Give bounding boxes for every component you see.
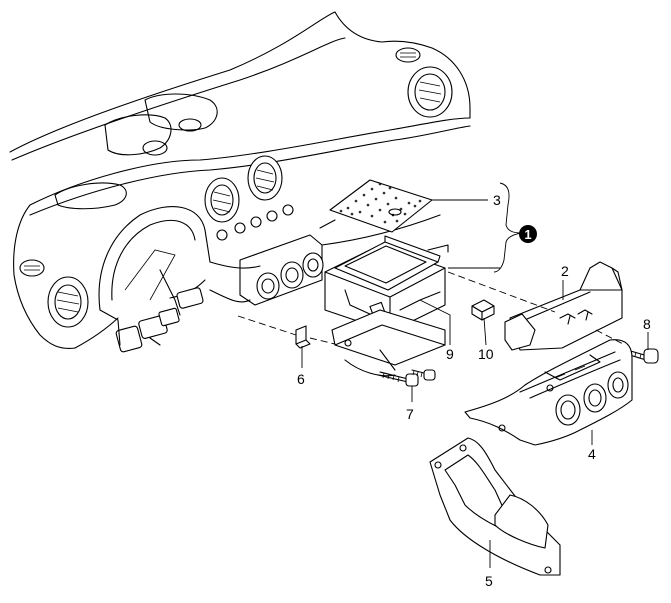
label-part-2: 2 bbox=[561, 263, 569, 279]
label-part-9: 9 bbox=[446, 346, 454, 362]
part-10-clip bbox=[471, 299, 495, 321]
part-3-storage-mat bbox=[329, 179, 433, 233]
storage-compartment bbox=[324, 235, 449, 377]
dashed-guide-lines bbox=[237, 271, 626, 346]
group-1-label: 1 bbox=[524, 227, 531, 242]
label-part-6: 6 bbox=[297, 371, 305, 387]
part-labels: 1 2 3 4 5 6 7 8 9 10 bbox=[297, 192, 651, 589]
part-7-screws bbox=[377, 369, 436, 387]
label-part-8: 8 bbox=[643, 316, 651, 332]
label-part-5: 5 bbox=[485, 573, 493, 589]
label-part-4: 4 bbox=[588, 446, 596, 462]
label-part-10: 10 bbox=[478, 346, 494, 362]
dashboard-assembly bbox=[9, 11, 471, 353]
leader-lines bbox=[301, 199, 649, 568]
part-4-center-trim-panel bbox=[464, 339, 633, 446]
label-part-3: 3 bbox=[493, 192, 501, 208]
group-1-badge bbox=[519, 225, 537, 243]
part-6-clip bbox=[295, 325, 311, 349]
part-5-side-trim bbox=[429, 437, 561, 576]
label-part-7: 7 bbox=[406, 406, 414, 422]
part-2-trim-cover bbox=[504, 261, 623, 351]
